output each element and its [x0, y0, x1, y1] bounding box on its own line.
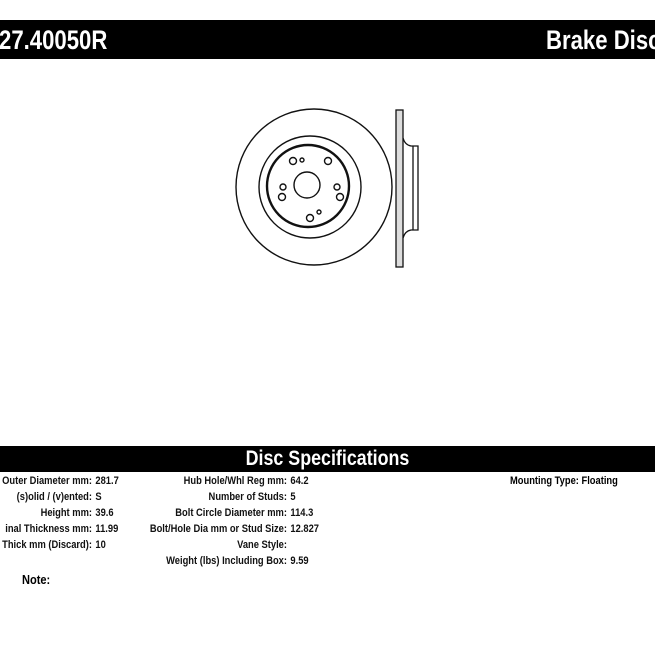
disc-inner-ring	[258, 135, 362, 239]
spec-value: 10	[95, 539, 106, 551]
spec-value: 39.6	[95, 507, 114, 519]
spec-label: Hub Hole/Whl Reg mm:	[183, 475, 287, 487]
spec-label: Number of Studs:	[208, 491, 287, 503]
stud-hole	[305, 213, 315, 223]
stud-hole	[323, 156, 333, 166]
header-bar: 27.40050R Brake Disc	[0, 20, 655, 59]
spec-value: 114.3	[290, 507, 314, 519]
stud-hole	[288, 156, 298, 166]
spec-label: Thick mm (Discard):	[2, 539, 92, 551]
hat-edge	[265, 143, 351, 229]
part-number: 27.40050R	[0, 25, 108, 55]
spec-value: 64.2	[290, 475, 309, 487]
spec-label: (s)olid / (v)ented:	[16, 491, 92, 503]
disc-side-profile	[395, 109, 419, 268]
specs-title: Disc Specifications	[245, 447, 410, 470]
spec-label: Weight (lbs) Including Box:	[166, 555, 287, 567]
locating-hole	[279, 183, 287, 191]
spec-label: Height mm:	[40, 507, 92, 519]
spec-value: 9.59	[290, 555, 309, 567]
spec-value: 5	[290, 491, 296, 503]
stud-hole	[335, 192, 345, 202]
mounting-type: Mounting Type: Floating	[510, 475, 618, 487]
stud-hole	[277, 192, 287, 202]
locating-hole	[316, 209, 322, 215]
spec-value: 11.99	[95, 523, 119, 535]
product-type: Brake Disc	[546, 25, 655, 55]
center-bore	[293, 171, 321, 199]
locating-hole	[299, 157, 305, 163]
disc-outer-edge	[235, 108, 393, 266]
locating-hole	[333, 183, 341, 191]
spec-value: 281.7	[95, 475, 119, 487]
brake-disc-drawing	[235, 108, 419, 268]
spec-label: inal Thickness mm:	[5, 523, 92, 535]
spec-label: Vane Style:	[237, 539, 287, 551]
spec-value: 12.827	[290, 523, 320, 535]
spec-label: Bolt/Hole Dia mm or Stud Size:	[149, 523, 287, 535]
spec-label: Bolt Circle Diameter mm:	[175, 507, 287, 519]
spec-label: Outer Diameter mm:	[2, 475, 92, 487]
specs-header-bar: Disc Specifications	[0, 446, 655, 472]
spec-value: S	[95, 491, 102, 503]
note-label: Note:	[22, 572, 51, 587]
